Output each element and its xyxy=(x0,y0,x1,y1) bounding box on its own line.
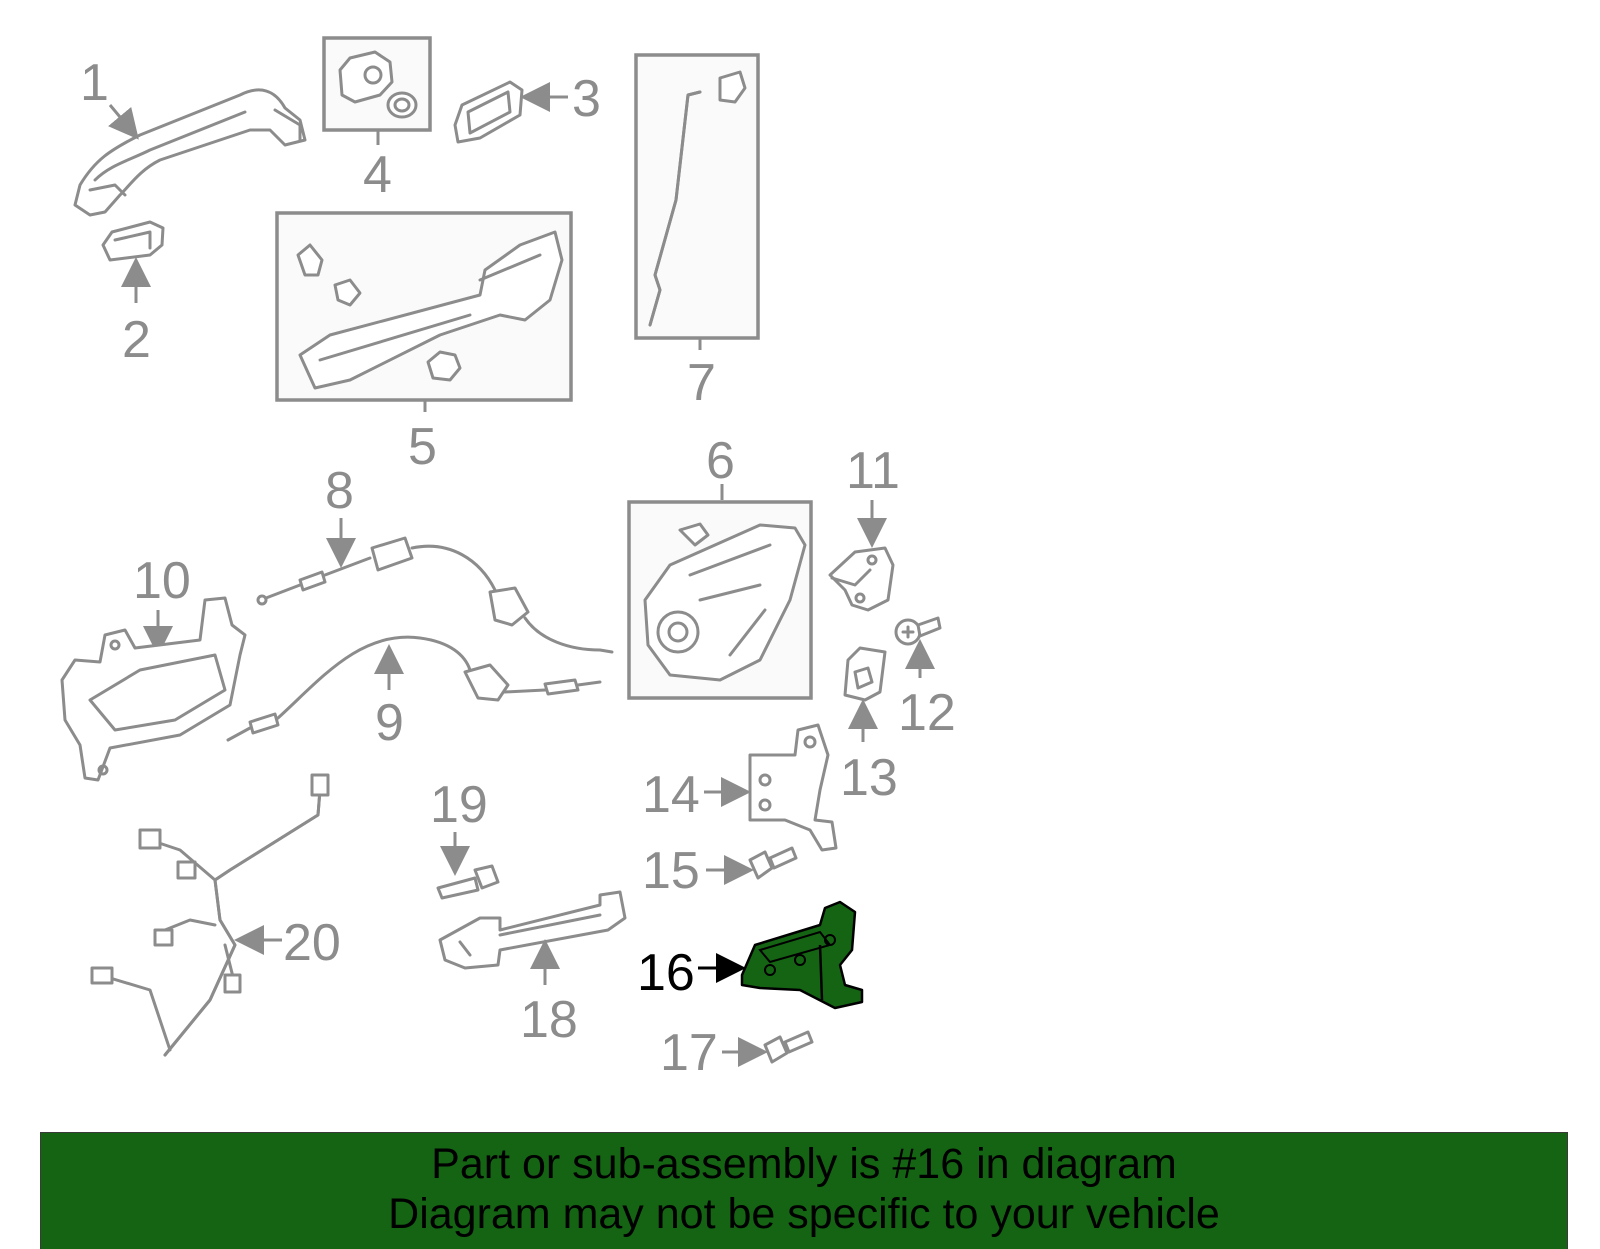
callout-18: 18 xyxy=(520,991,578,1049)
part-2-handle-cap xyxy=(101,220,165,262)
callout-9: 9 xyxy=(375,694,404,752)
part-3-gasket xyxy=(453,80,524,144)
part-15-bolt xyxy=(748,846,798,880)
part-10-inner-handle xyxy=(60,596,247,782)
part-14-hinge xyxy=(748,723,838,852)
callout-6: 6 xyxy=(706,432,735,490)
callout-11: 11 xyxy=(846,442,900,500)
part-7-lock-rod xyxy=(648,70,747,327)
callout-19: 19 xyxy=(430,776,488,834)
callout-7: 7 xyxy=(687,354,716,412)
callout-15: 15 xyxy=(642,842,700,900)
callout-4: 4 xyxy=(363,146,392,204)
part-6-door-latch xyxy=(643,522,807,682)
callout-20: 20 xyxy=(283,914,341,972)
info-banner: Part or sub-assembly is #16 in diagram D… xyxy=(40,1132,1568,1249)
part-13-cover xyxy=(843,646,887,702)
part-16-door-hinge-highlighted xyxy=(740,900,864,1010)
callout-1: 1 xyxy=(80,54,109,112)
banner-line-1: Part or sub-assembly is #16 in diagram xyxy=(431,1140,1177,1188)
part-1-outer-handle xyxy=(73,88,307,217)
part-5-handle-frame xyxy=(296,230,564,390)
callout-13: 13 xyxy=(840,749,898,807)
part-12-screw xyxy=(894,616,942,646)
part-11-striker xyxy=(828,546,895,612)
part-17-bolt xyxy=(763,1030,814,1064)
banner-line-2: Diagram may not be specific to your vehi… xyxy=(388,1190,1220,1238)
part-7-box xyxy=(634,53,760,340)
part-4-lock-cylinder xyxy=(338,50,418,119)
callout-10: 10 xyxy=(133,552,191,610)
parts-diagram: 1 2 4 3 5 7 6 xyxy=(60,36,956,1082)
callout-17: 17 xyxy=(660,1024,718,1082)
callout-3: 3 xyxy=(572,70,601,128)
part-8-cable xyxy=(256,536,614,654)
part-18-door-check xyxy=(438,890,627,970)
callout-14: 14 xyxy=(642,766,700,824)
callout-5: 5 xyxy=(408,418,437,476)
part-20-wire-harness xyxy=(90,773,330,1057)
callout-8: 8 xyxy=(325,462,354,520)
callout-16: 16 xyxy=(637,944,695,1002)
arrow-1 xyxy=(108,104,139,140)
part-9-cable xyxy=(226,635,602,742)
callout-12: 12 xyxy=(898,684,956,742)
callout-2: 2 xyxy=(122,311,151,369)
part-19-bolt xyxy=(436,864,500,900)
